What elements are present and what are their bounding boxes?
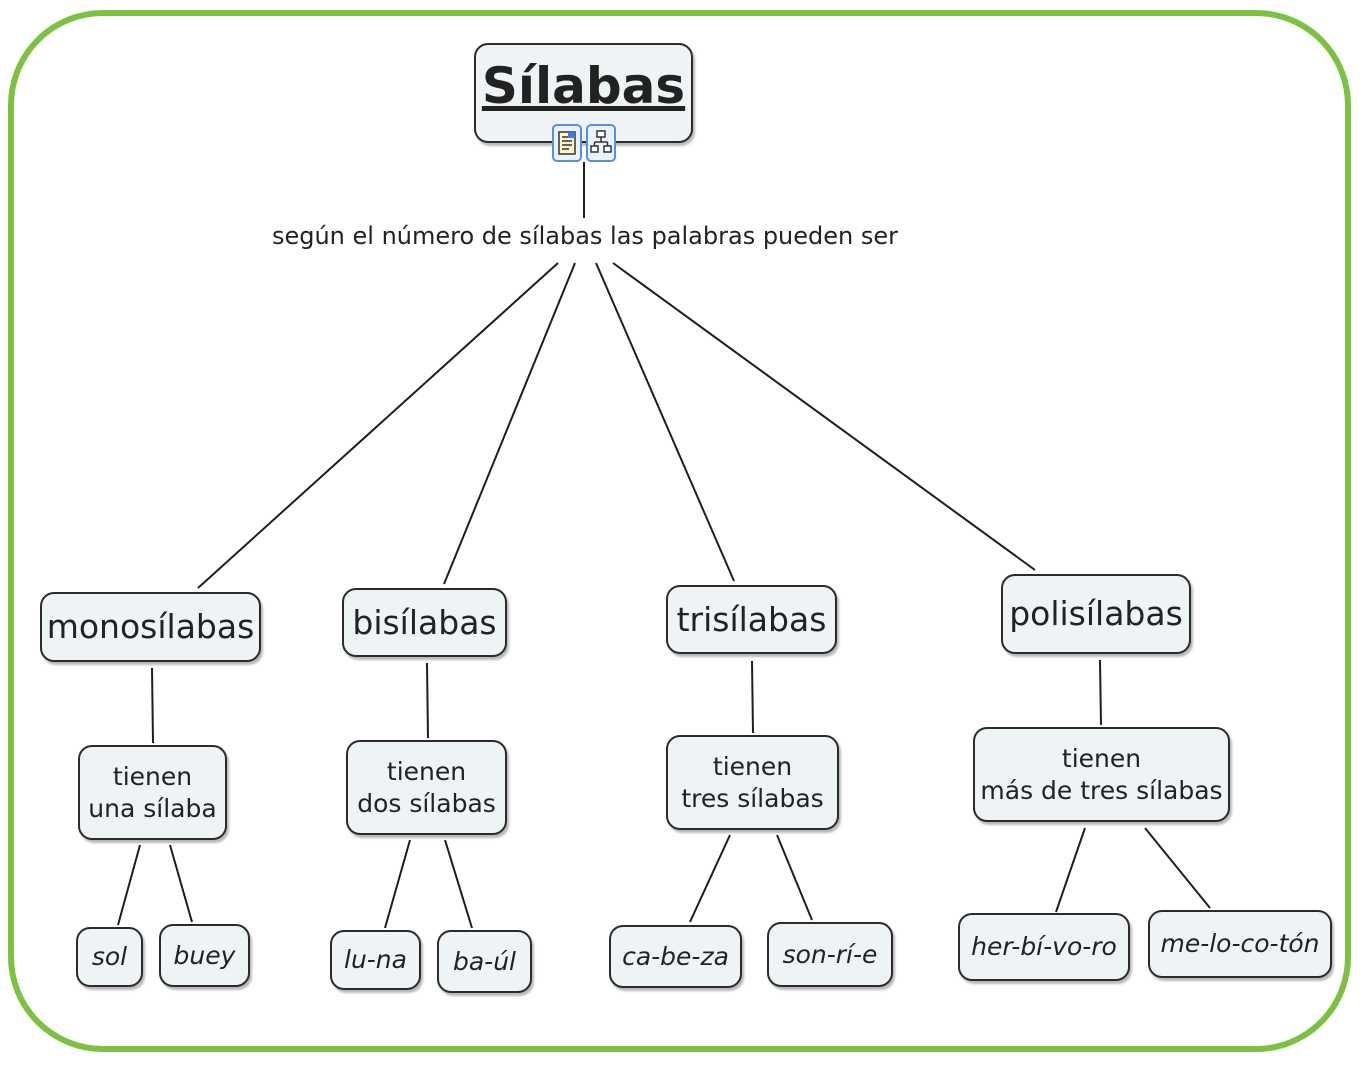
concept-label: monosílabas — [46, 607, 255, 647]
description-line: tienen — [386, 757, 467, 787]
concept-label: polisílabas — [1009, 594, 1183, 634]
concept-trisilabas[interactable]: trisílabas — [666, 585, 837, 654]
example-label: buey — [173, 940, 236, 970]
connector-phrase-bisilabas — [443, 262, 576, 585]
example-buey[interactable]: buey — [159, 924, 250, 987]
connector-phrase-polisilabas — [612, 262, 1036, 571]
connector-mono-ex2 — [169, 844, 193, 923]
example-label: her-bí-vo-ro — [971, 932, 1117, 962]
connector-poli-ex2 — [1144, 827, 1211, 909]
connector-phrase-monosilabas — [197, 262, 559, 589]
concept-label: trisílabas — [676, 599, 827, 639]
description-polisilabas[interactable]: tienen más de tres sílabas — [973, 727, 1230, 822]
description-line: tienen — [112, 762, 193, 792]
title-text: Sílabas — [481, 56, 686, 115]
connector-mono-ex1 — [117, 844, 141, 926]
description-trisilabas[interactable]: tienen tres sílabas — [666, 735, 839, 830]
example-me-lo-co-ton[interactable]: me-lo-co-tón — [1148, 910, 1332, 978]
concept-polisilabas[interactable]: polisílabas — [1001, 574, 1191, 654]
description-line: más de tres sílabas — [980, 775, 1223, 805]
description-monosilabas[interactable]: tienen una sílaba — [78, 745, 227, 840]
example-her-bi-vo-ro[interactable]: her-bí-vo-ro — [958, 913, 1130, 981]
concept-bisilabas[interactable]: bisílabas — [342, 588, 507, 657]
description-bisilabas[interactable]: tienen dos sílabas — [346, 740, 507, 835]
connector-phrase-trisilabas — [595, 262, 735, 582]
connector-poli-desc — [1099, 659, 1102, 726]
link-phrase: según el número de sílabas las palabras … — [230, 222, 940, 250]
concept-map-resource-icon[interactable] — [586, 124, 616, 162]
concept-monosilabas[interactable]: monosílabas — [40, 592, 261, 662]
example-label: sol — [91, 942, 128, 972]
description-line: tienen — [1061, 744, 1142, 774]
connector-tri-ex1 — [689, 834, 731, 923]
example-lu-na[interactable]: lu-na — [330, 930, 421, 990]
example-sol[interactable]: sol — [76, 927, 143, 987]
description-line: una sílaba — [88, 793, 217, 823]
document-resource-icon[interactable] — [552, 124, 582, 162]
example-label: ca-be-za — [622, 941, 729, 971]
example-ba-ul[interactable]: ba-úl — [437, 930, 532, 993]
example-label: lu-na — [344, 945, 407, 975]
connector-tri-ex2 — [776, 834, 813, 921]
description-line: dos sílabas — [357, 788, 496, 818]
example-label: me-lo-co-tón — [1160, 929, 1320, 959]
connector-bi-ex2 — [444, 839, 473, 929]
title-concept[interactable]: Sílabas — [474, 43, 693, 143]
example-label: son-rí-e — [782, 939, 878, 969]
connector-bi-ex1 — [384, 839, 411, 929]
concept-label: bisílabas — [352, 602, 497, 642]
connector-poli-ex1 — [1055, 827, 1086, 913]
example-ca-be-za[interactable]: ca-be-za — [609, 925, 742, 988]
example-label: ba-úl — [452, 946, 516, 976]
connector-mono-desc — [151, 667, 154, 744]
description-line: tres sílabas — [681, 783, 824, 813]
connector-bi-desc — [426, 662, 429, 739]
description-line: tienen — [712, 752, 793, 782]
diagram-frame — [8, 10, 1351, 1052]
example-son-ri-e[interactable]: son-rí-e — [767, 922, 893, 987]
connector-tri-desc — [751, 660, 754, 734]
